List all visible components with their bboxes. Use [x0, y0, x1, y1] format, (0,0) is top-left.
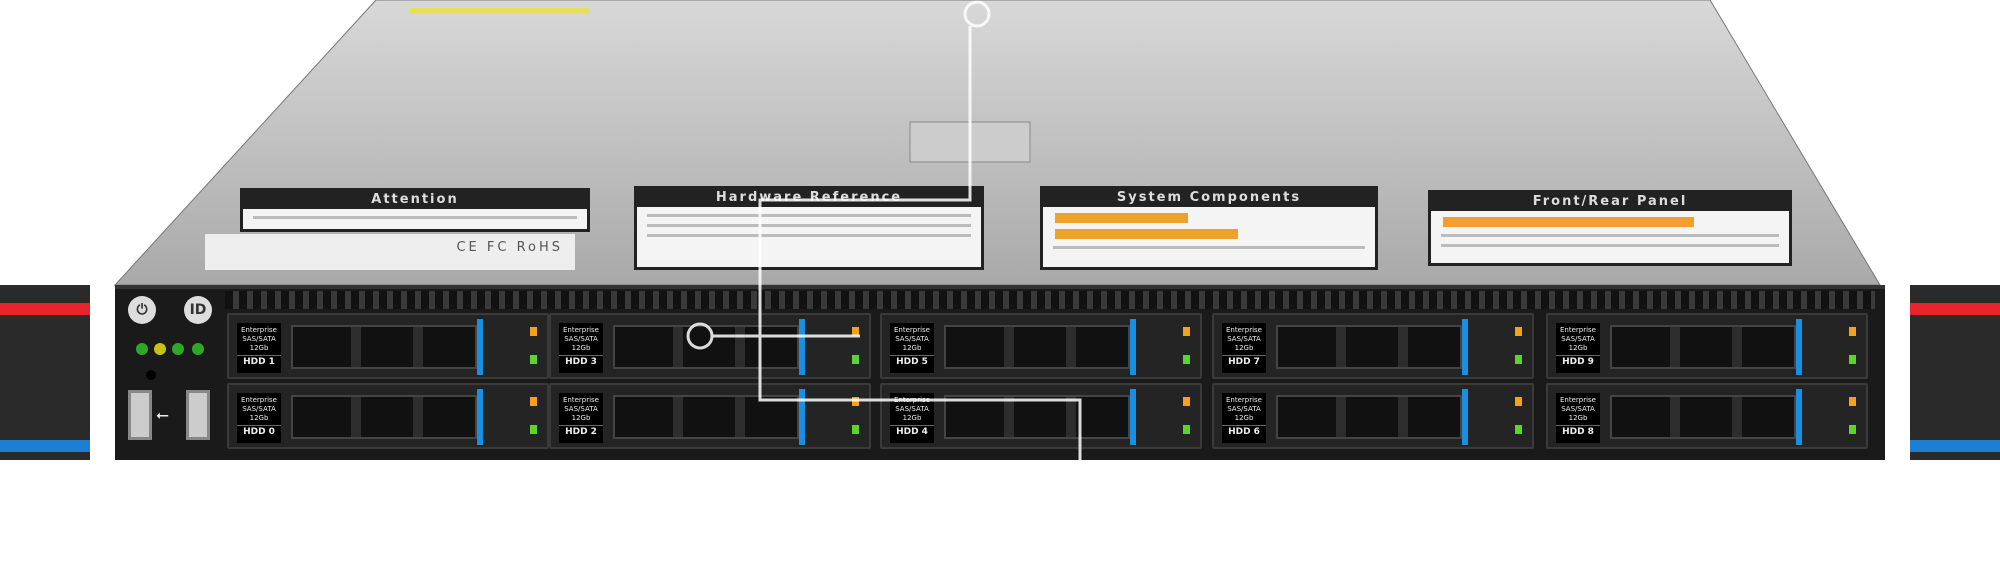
compliance-label: CE FC RoHS: [456, 240, 563, 255]
network-2-led: [192, 343, 204, 355]
drive-status-led: [852, 425, 859, 434]
drive-grill: [291, 325, 477, 369]
release-latch[interactable]: [799, 319, 805, 375]
front-rear-panel-sticker: Front/Rear Panel: [1428, 190, 1792, 266]
id-button[interactable]: ID: [184, 296, 212, 324]
drive-status-led: [530, 355, 537, 364]
drive-activity-led: [852, 397, 859, 406]
drive-grill: [1610, 325, 1796, 369]
drive-status-led: [1849, 355, 1856, 364]
drive-status-led: [530, 425, 537, 434]
drive-activity-led: [1515, 397, 1522, 406]
reset-button[interactable]: [146, 370, 156, 380]
release-latch[interactable]: [1130, 389, 1136, 445]
power-button[interactable]: ⏻: [128, 296, 156, 324]
release-latch[interactable]: [477, 319, 483, 375]
drive-activity-led: [530, 397, 537, 406]
release-latch[interactable]: [477, 389, 483, 445]
drive-status-led: [1515, 425, 1522, 434]
attention-sticker: Attention: [240, 188, 590, 232]
usb-port-2[interactable]: [186, 390, 210, 440]
drive-grill: [1276, 325, 1462, 369]
compliance-sticker: CE FC RoHS: [205, 234, 575, 270]
drive-status-led: [1183, 355, 1190, 364]
drive-activity-led: [1515, 327, 1522, 336]
hdd-status-led: [136, 343, 148, 355]
drive-activity-led: [530, 327, 537, 336]
drive-grill: [291, 395, 477, 439]
drive-status-led: [852, 355, 859, 364]
drive-status-led: [1183, 425, 1190, 434]
usb-port-1[interactable]: [128, 390, 152, 440]
drive-activity-led: [1849, 327, 1856, 336]
right-rack-ear[interactable]: [1910, 285, 2000, 460]
release-latch[interactable]: [1130, 319, 1136, 375]
system-components-sticker: System Components: [1040, 186, 1378, 270]
drive-grill: [944, 325, 1130, 369]
left-rack-ear[interactable]: [0, 285, 90, 460]
release-latch[interactable]: [799, 389, 805, 445]
front-vent: [225, 291, 1875, 309]
drive-activity-led: [1183, 327, 1190, 336]
hardware-reference-sticker: Hardware Reference: [634, 186, 984, 270]
drive-grill: [1276, 395, 1462, 439]
usb-icon: ⭠: [156, 405, 169, 424]
release-latch[interactable]: [1462, 319, 1468, 375]
release-latch[interactable]: [1462, 389, 1468, 445]
drive-grill: [613, 325, 799, 369]
drive-status-led: [1515, 355, 1522, 364]
system-alert-led: [154, 343, 166, 355]
drive-activity-led: [1849, 397, 1856, 406]
release-latch[interactable]: [1796, 389, 1802, 445]
drive-activity-led: [1183, 397, 1190, 406]
network-1-led: [172, 343, 184, 355]
drive-grill: [944, 395, 1130, 439]
drive-grill: [613, 395, 799, 439]
drive-activity-led: [852, 327, 859, 336]
drive-status-led: [1849, 425, 1856, 434]
release-latch[interactable]: [1796, 319, 1802, 375]
drive-grill: [1610, 395, 1796, 439]
